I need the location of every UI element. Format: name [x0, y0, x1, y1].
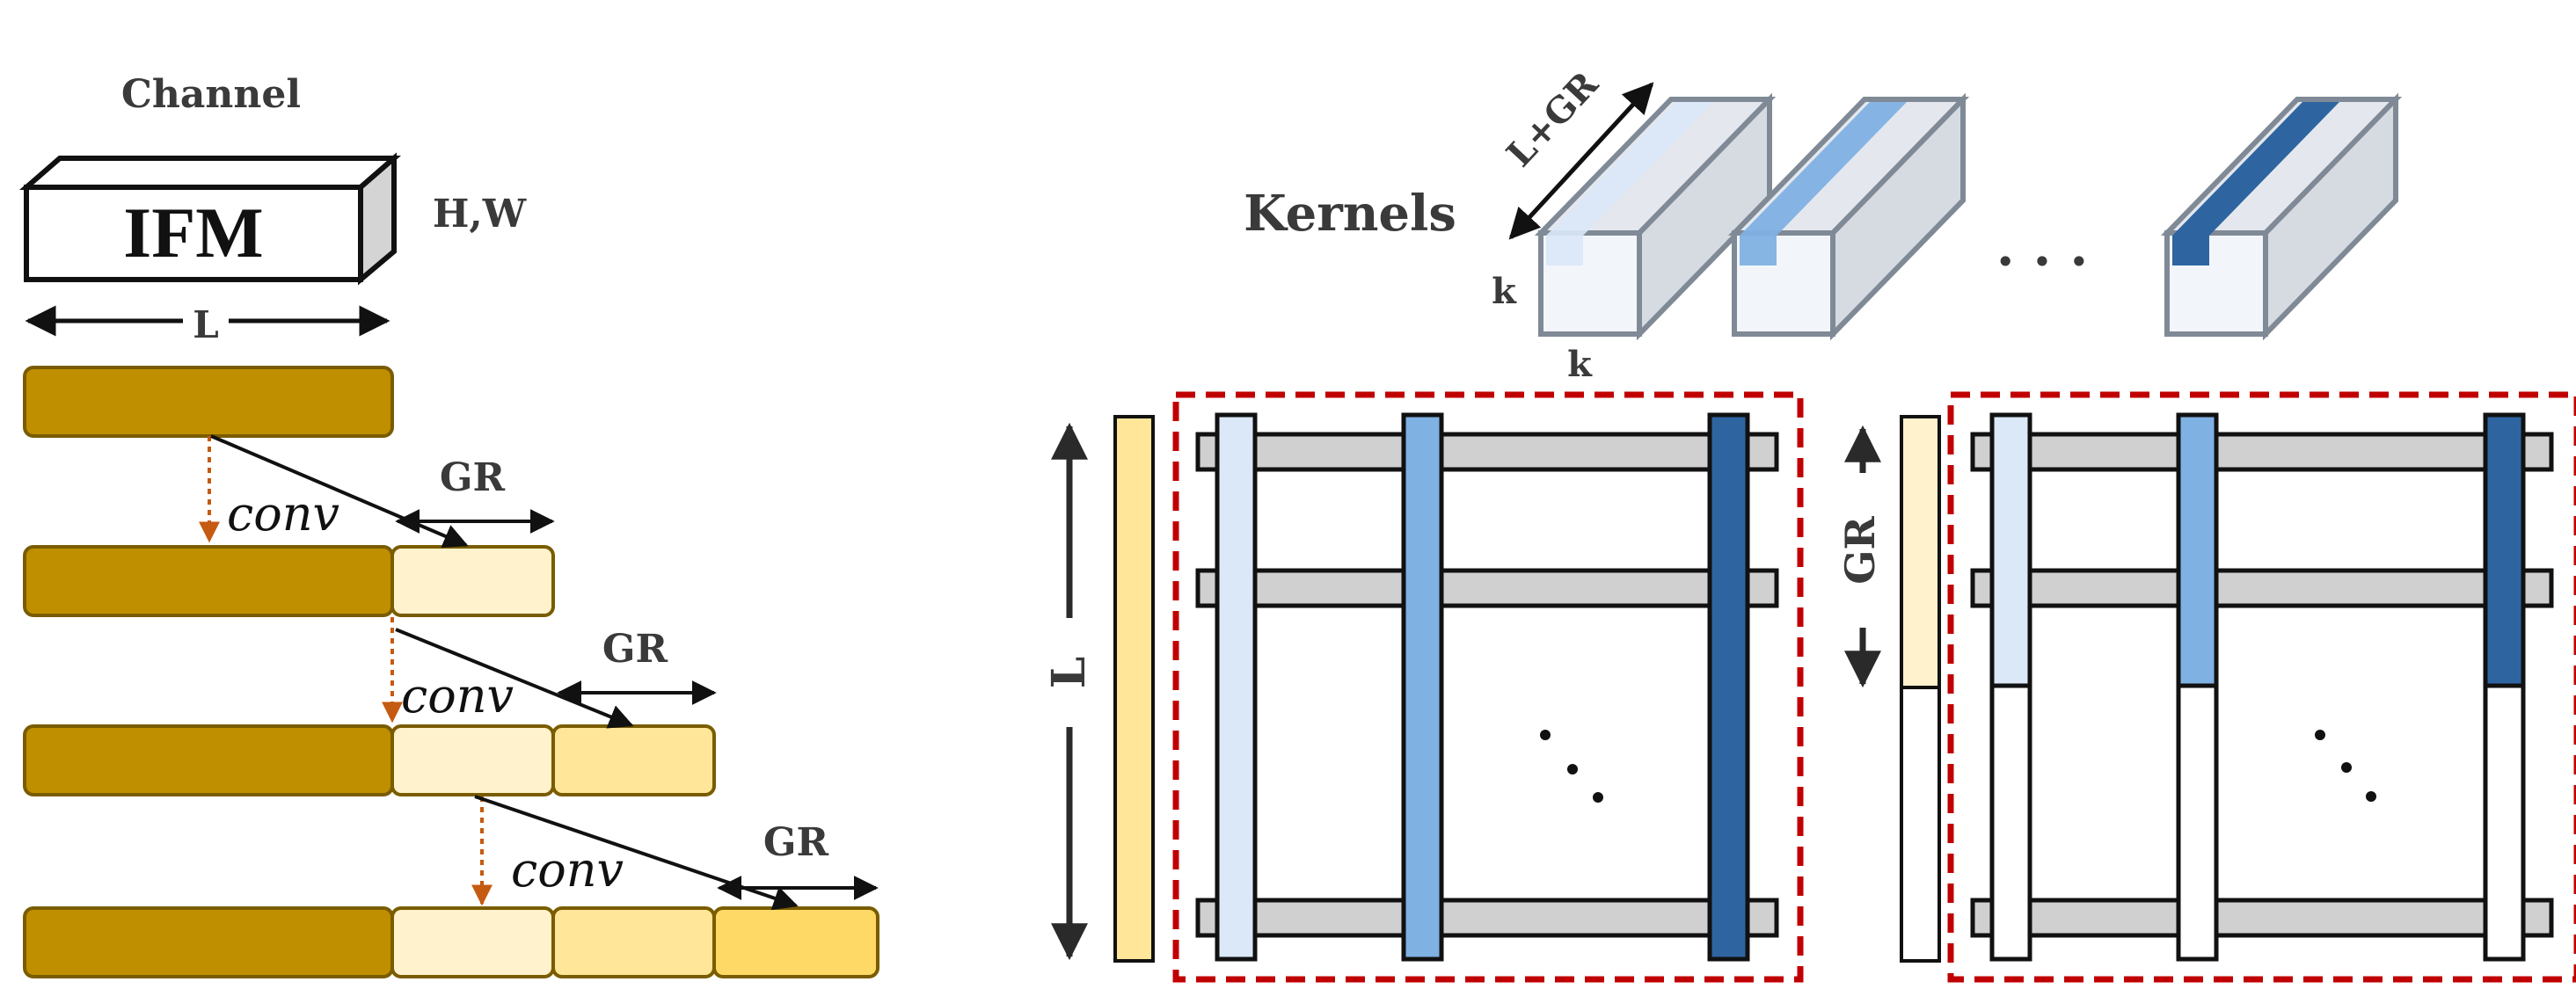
conv-label-1: conv: [227, 486, 339, 542]
feature-block-growth-2-row3: [551, 724, 716, 796]
hw-label: H,W: [433, 192, 527, 236]
left-panel: Channel IFM H,W L conv GR: [18, 72, 879, 978]
ifm-column-1: [1113, 415, 1155, 963]
feature-block-growth-1-row3: [390, 724, 555, 796]
feature-block-growth-2-row4: [551, 906, 716, 978]
kernel-cube-2: [1727, 92, 1970, 341]
gr-label-1: GR: [440, 455, 506, 500]
weight-column-1: [1215, 412, 1258, 962]
conv-label-3: conv: [511, 842, 624, 898]
weight-row-1: [1195, 432, 1779, 472]
dashed-region-2: [1947, 391, 2576, 983]
weight-column-n-active: [2483, 412, 2526, 688]
weight-row-1: [1970, 432, 2554, 472]
kernels-ellipsis: · · ·: [1996, 231, 2088, 293]
weight-column-2-active: [2176, 412, 2219, 688]
weight-row-2: [1970, 568, 2554, 608]
matrix-2-ellipsis: [2315, 730, 2376, 802]
l-height-label: L: [1042, 657, 1096, 689]
diagonal-arrow-2: [395, 628, 634, 729]
kernel-cube-n: [2160, 92, 2403, 341]
weight-row-3: [1970, 898, 2554, 938]
kernel-depth-arrow: [1508, 82, 1654, 240]
matrix-1: L: [1042, 391, 1804, 983]
dashed-region-1: [1172, 391, 1804, 983]
feature-block-growth-1-row2: [390, 545, 555, 617]
feature-block-base-row1: [23, 366, 394, 438]
feature-block-growth-1-row4: [390, 906, 555, 978]
kernel-height-label: k: [1492, 271, 1517, 312]
ifm-label: IFM: [123, 193, 263, 273]
ifm-box: [18, 152, 402, 286]
ifm-column-2-growth: [1900, 415, 1941, 689]
weight-column-2: [1401, 412, 1444, 962]
kernels-group: Kernels L+GR k k · ·: [1244, 63, 2403, 385]
weight-row-3: [1195, 898, 1779, 938]
kernels-label: Kernels: [1244, 185, 1456, 243]
gr-label-2: GR: [602, 627, 668, 672]
gr-height-label: GR: [1836, 515, 1884, 584]
conv-label-2: conv: [401, 668, 514, 724]
kernel-width-label: k: [1567, 344, 1593, 385]
weight-row-2: [1195, 568, 1779, 608]
feature-block-base-row3: [23, 724, 394, 796]
channel-label: Channel: [121, 72, 301, 117]
matrix-1-ellipsis: [1540, 730, 1603, 803]
matrix-2: GR: [1836, 391, 2576, 983]
kernel-depth-label: L+GR: [1499, 63, 1607, 175]
feature-block-base-row2: [23, 545, 394, 617]
weight-column-n: [1707, 412, 1750, 962]
gr-label-3: GR: [763, 820, 829, 865]
feature-block-base-row4: [23, 906, 394, 978]
weight-column-1-active: [1989, 412, 2032, 688]
l-dimension-label: L: [193, 303, 219, 346]
feature-block-growth-3-row4: [712, 906, 879, 978]
